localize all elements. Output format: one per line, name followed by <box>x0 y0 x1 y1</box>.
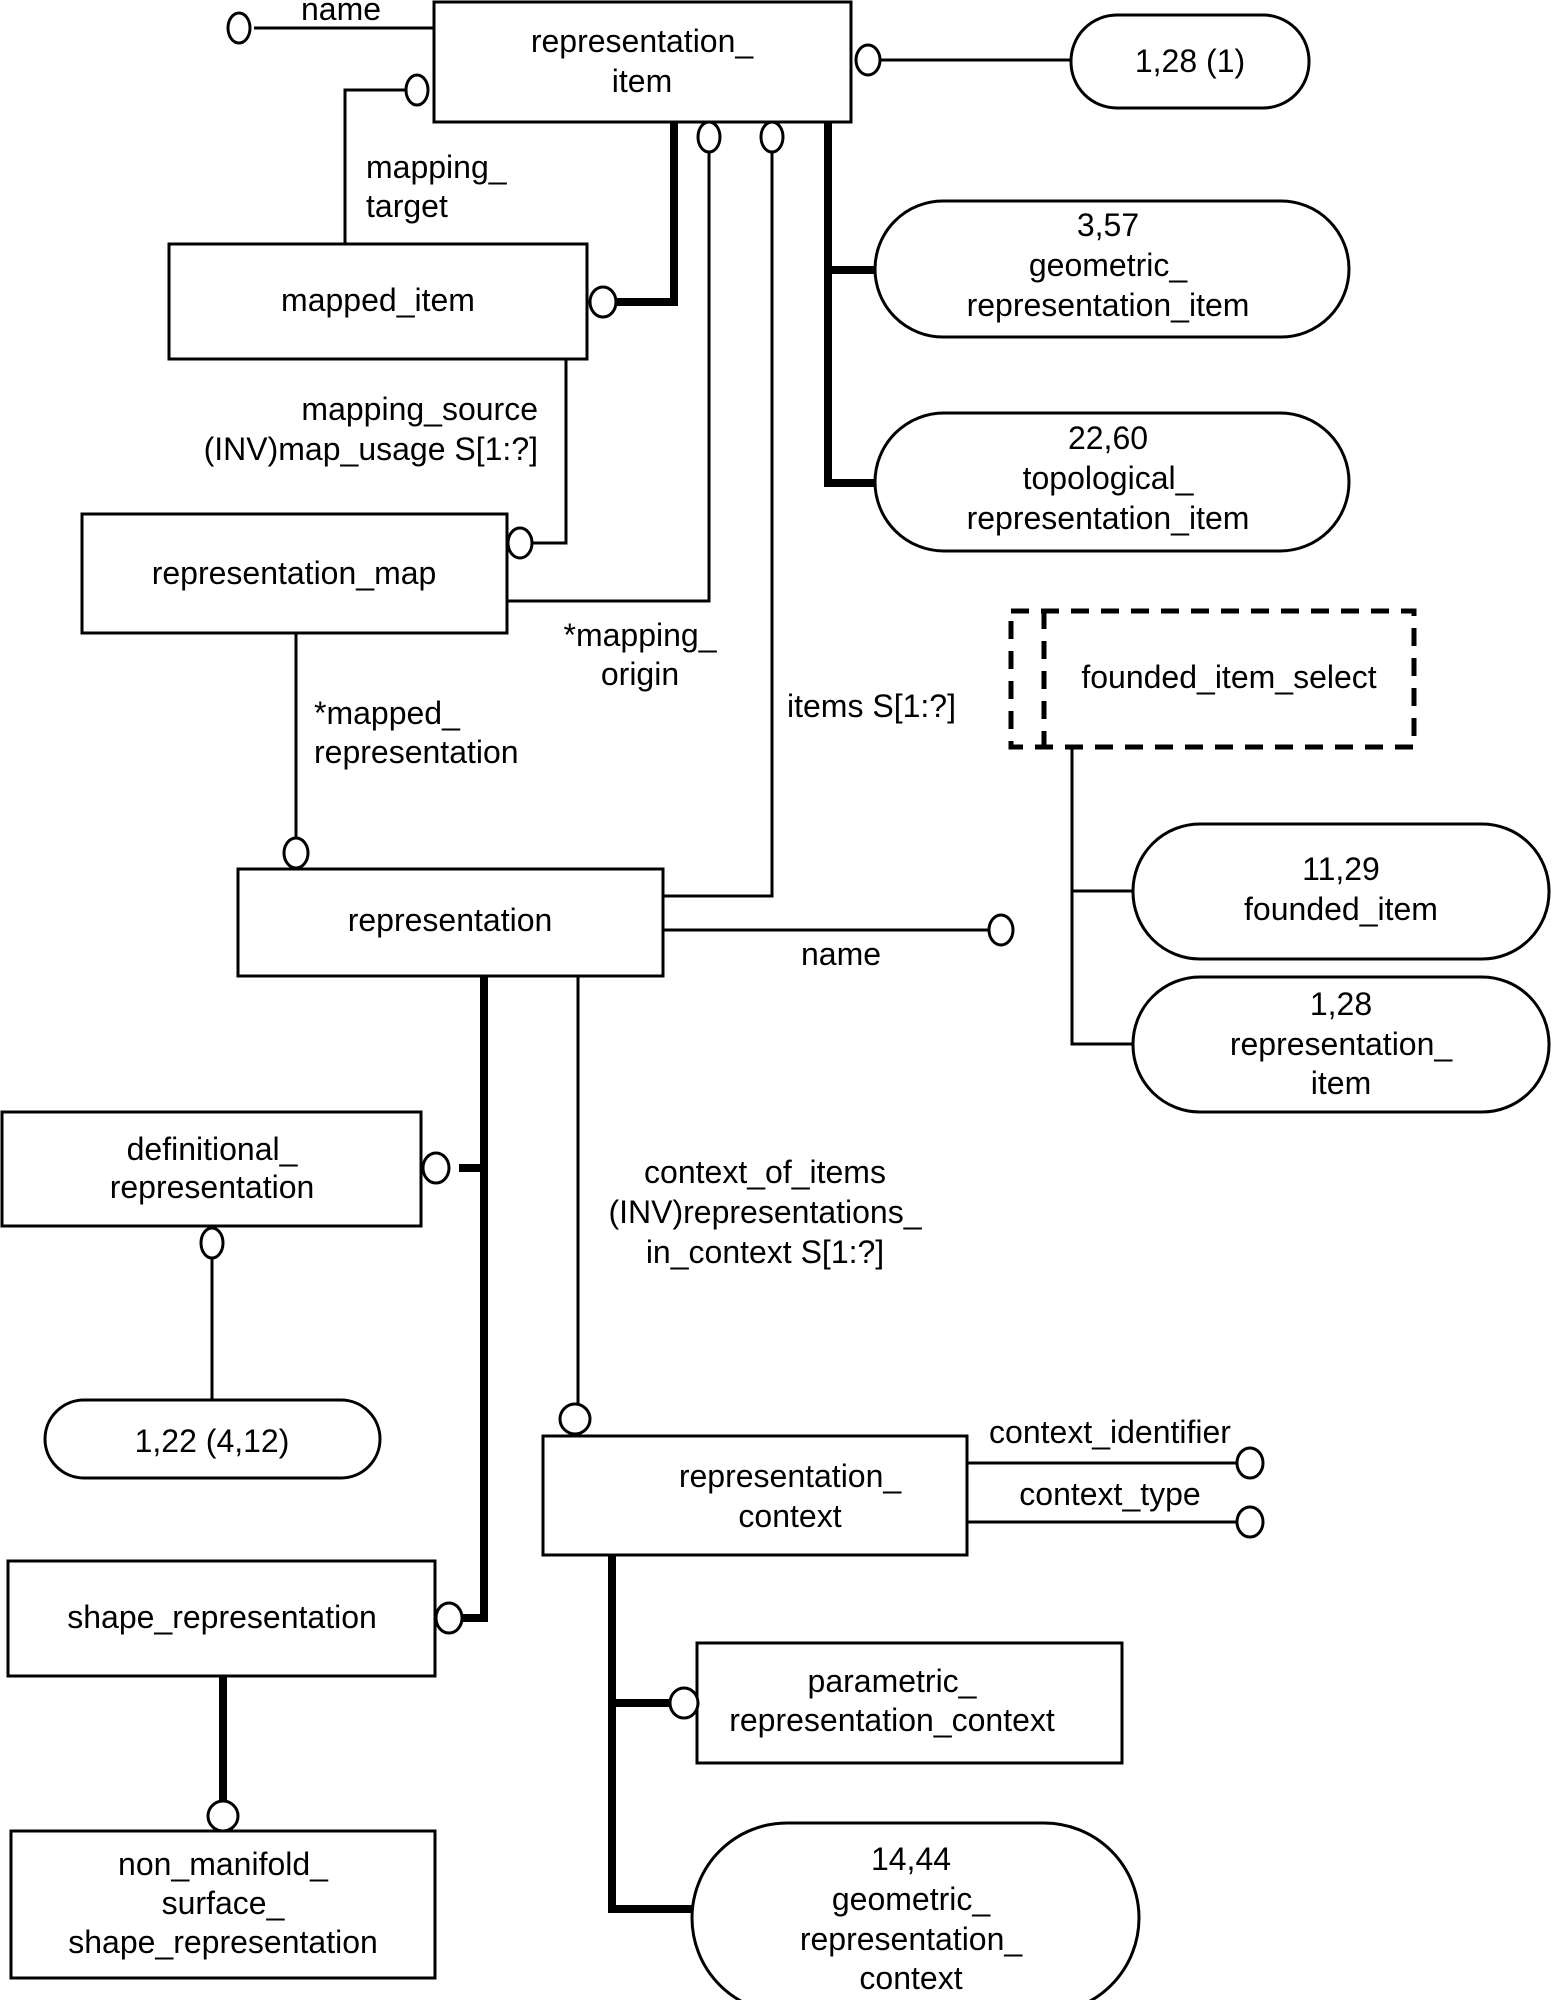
label-mapping-origin: origin <box>601 656 679 692</box>
ref-label: founded_item <box>1244 891 1438 927</box>
ref-label: representation_ <box>1230 1026 1454 1062</box>
context-type-circle-icon <box>1235 1505 1265 1539</box>
mapping-source-line <box>532 359 568 545</box>
ref-label: 1,28 (1) <box>1135 43 1245 79</box>
relationship-lines <box>210 26 1236 1913</box>
ref-label: geometric_ <box>832 1881 992 1917</box>
mapped-item-subtype-circle-icon <box>588 285 618 319</box>
rep-item-ref-circle-icon <box>854 43 882 77</box>
label-mapping-target: mapping_ <box>366 149 508 185</box>
entity-representation-context[interactable]: representation_ context <box>541 1434 969 1557</box>
entity-representation[interactable]: representation <box>236 867 665 978</box>
rep-name-circle-icon <box>987 913 1015 947</box>
entity-label: shape_representation <box>67 1599 377 1635</box>
definitional-ref-circle-icon <box>199 1226 225 1260</box>
items-circle-icon <box>759 120 785 154</box>
ref-label: item <box>1311 1065 1371 1101</box>
ref-definitional-representation[interactable]: 1,22 (4,12) <box>43 1398 382 1480</box>
entity-label: context <box>738 1498 841 1534</box>
ref-label: topological_ <box>1023 460 1195 496</box>
label-items: items S[1:?] <box>787 688 956 724</box>
entity-shape-representation[interactable]: shape_representation <box>6 1559 437 1678</box>
mapped-representation-circle-icon <box>282 836 310 870</box>
entity-mapped-item[interactable]: mapped_item <box>167 242 589 361</box>
ref-label: geometric_ <box>1029 247 1189 283</box>
mapping-origin-circle-icon <box>696 120 722 154</box>
context-identifier-circle-icon <box>1235 1446 1265 1480</box>
label-mapped-representation: representation <box>314 734 519 770</box>
ref-label: 1,22 (4,12) <box>135 1423 290 1459</box>
label-context-of-items: in_context S[1:?] <box>646 1234 884 1270</box>
label-rep-name: name <box>801 936 881 972</box>
ref-rep-item-name[interactable]: 1,28 (1) <box>1069 13 1311 110</box>
ref-geometric-representation-context[interactable]: 14,44 geometric_ representation_ context <box>690 1821 1141 2000</box>
entity-label: parametric_ <box>808 1663 978 1699</box>
entity-label: surface_ <box>162 1885 286 1921</box>
entity-representation-item[interactable]: representation_ item <box>432 0 853 124</box>
relationship-circles <box>199 11 1265 1833</box>
ref-label: 1,28 <box>1310 986 1372 1022</box>
subtype-line-topological <box>824 122 875 487</box>
ref-label: context <box>859 1960 962 1996</box>
ref-label: 3,57 <box>1077 207 1139 243</box>
shape-rep-subtype-circle-icon <box>434 1601 464 1635</box>
label-mapping-origin: *mapping_ <box>564 617 718 653</box>
subtype-line-mapped-item <box>616 122 678 306</box>
entity-representation-map[interactable]: representation_map <box>80 512 509 635</box>
entity-label: representation_context <box>729 1702 1055 1738</box>
attribute-labels: name mapping_ target mapping_source (INV… <box>204 0 1232 1512</box>
ref-representation-item[interactable]: 1,28 representation_ item <box>1131 975 1551 1114</box>
ref-label: 22,60 <box>1068 420 1148 456</box>
label-mapped-representation: *mapped_ <box>314 695 461 731</box>
entity-parametric-representation-context[interactable]: parametric_ representation_context <box>695 1641 1124 1765</box>
rep-item-name-circle-icon <box>226 11 252 45</box>
definitional-subtype-circle-icon <box>421 1151 451 1185</box>
ref-label: representation_ <box>800 1921 1024 1957</box>
ref-label: representation_item <box>967 500 1250 536</box>
ref-label: representation_item <box>967 287 1250 323</box>
entity-label: representation_ <box>531 23 755 59</box>
entity-label: definitional_ <box>127 1131 299 1167</box>
entity-label: representation <box>348 902 553 938</box>
entity-label: representation <box>110 1169 315 1205</box>
parametric-subtype-circle-icon <box>668 1686 700 1720</box>
label-context-identifier: context_identifier <box>989 1414 1231 1450</box>
entity-label: mapped_item <box>281 282 475 318</box>
ref-label: 11,29 <box>1302 851 1380 887</box>
items-line <box>663 150 774 898</box>
select-founded-item-select[interactable]: founded_item_select <box>1008 608 1417 750</box>
entity-label: non_manifold_ <box>118 1846 329 1882</box>
subtype-trunk-representation <box>461 976 488 1622</box>
subtype-trunk-context <box>608 1555 692 1913</box>
label-rep-item-name: name <box>301 0 381 27</box>
mapping-source-circle-icon <box>506 526 534 560</box>
label-mapping-target: target <box>366 188 448 224</box>
ref-topological-representation-item[interactable]: 22,60 topological_ representation_item <box>873 411 1351 553</box>
non-manifold-subtype-circle-icon <box>206 1799 240 1833</box>
select-label: founded_item_select <box>1081 659 1376 695</box>
entity-label: shape_representation <box>68 1924 378 1960</box>
mapping-target-circle-icon <box>404 73 430 107</box>
ref-founded-item[interactable]: 11,29 founded_item <box>1131 822 1551 961</box>
label-mapping-source: (INV)map_usage S[1:?] <box>204 431 538 467</box>
entity-definitional-representation[interactable]: definitional_ representation <box>0 1110 423 1228</box>
ref-geometric-representation-item[interactable]: 3,57 geometric_ representation_item <box>873 199 1351 339</box>
label-mapping-source: mapping_source <box>301 391 538 427</box>
entity-non-manifold-surface-shape-representation[interactable]: non_manifold_ surface_ shape_representat… <box>9 1829 437 1980</box>
entity-label: representation_ <box>679 1458 903 1494</box>
mapping-target-line <box>343 88 406 244</box>
context-of-items-circle-icon <box>558 1402 592 1436</box>
select-branch-line <box>1070 747 1133 1046</box>
entity-label: representation_map <box>152 555 437 591</box>
mapping-origin-line <box>507 150 711 603</box>
label-context-of-items: (INV)representations_ <box>608 1194 922 1230</box>
entity-label: item <box>612 63 672 99</box>
label-context-type: context_type <box>1019 1476 1200 1512</box>
label-context-of-items: context_of_items <box>644 1154 886 1190</box>
ref-label: 14,44 <box>871 1841 951 1877</box>
